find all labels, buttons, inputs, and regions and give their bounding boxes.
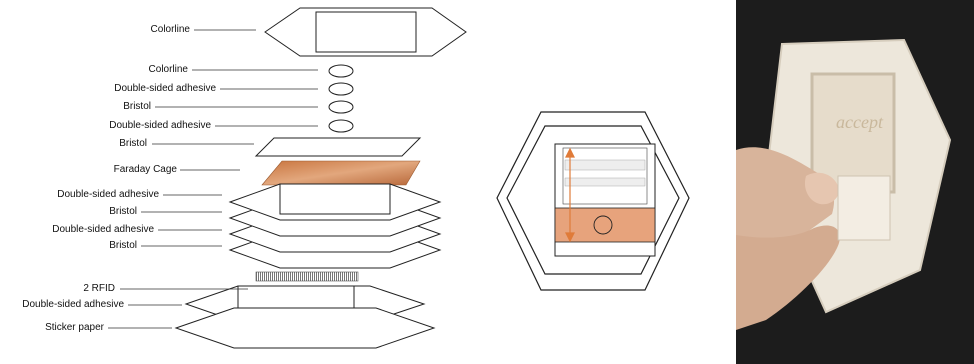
label-colorline: Colorline: [149, 64, 188, 75]
label-faraday: Faraday Cage: [114, 164, 177, 175]
hexagon-frame-stack: [230, 184, 440, 268]
label-rfid: 2 RFID: [83, 283, 115, 294]
label-colorline-top: Colorline: [151, 24, 190, 35]
label-adhesive-2: Double-sided adhesive: [109, 120, 211, 131]
assembled-top-view-diagram: [493, 104, 693, 304]
label-adhesive-4: Double-sided adhesive: [52, 224, 154, 235]
prototype-photo: accept: [736, 0, 974, 364]
label-bristol-4: Bristol: [109, 240, 137, 251]
bristol-sheet: [256, 138, 420, 156]
label-bristol-3: Bristol: [109, 206, 137, 217]
label-bristol-1: Bristol: [123, 101, 151, 112]
faraday-cage-sheet: [262, 161, 420, 185]
label-sticker: Sticker paper: [45, 322, 104, 333]
colorline-top-layer: [265, 8, 466, 56]
label-adhesive-5: Double-sided adhesive: [22, 299, 124, 310]
photo-engraved-text: accept: [836, 112, 884, 132]
small-disc-stack: [329, 65, 353, 132]
label-adhesive-1: Double-sided adhesive: [114, 83, 216, 94]
label-bristol-2: Bristol: [119, 138, 147, 149]
label-adhesive-3: Double-sided adhesive: [57, 189, 159, 200]
